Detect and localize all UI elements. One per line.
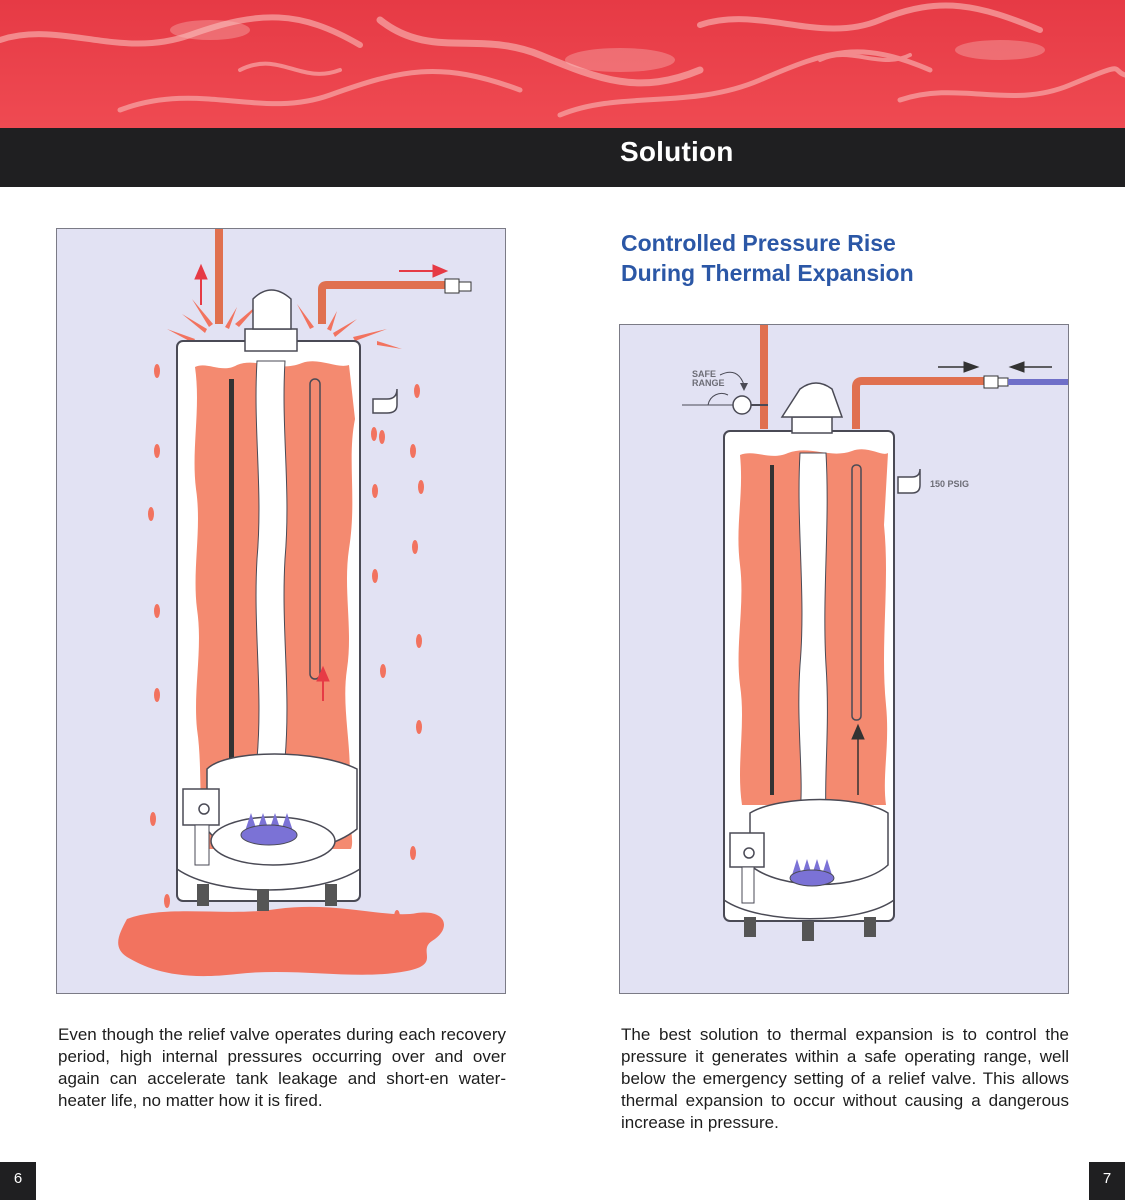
right-illustration-panel: SAFE RANGE (619, 324, 1069, 994)
heading-line-2: During Thermal Expansion (621, 260, 914, 286)
section-title-bar (0, 128, 1125, 187)
section-title: Solution (620, 136, 734, 167)
right-body-text: The best solution to thermal expansion i… (621, 1025, 1069, 1132)
page-number-left: 6 (0, 1162, 36, 1200)
left-illustration-panel (56, 228, 506, 994)
pressure-arrow-up (194, 263, 208, 305)
heat-arrow-up (851, 723, 865, 795)
gauge-label-line-1: SAFE (692, 369, 716, 379)
controlled-expansion-illustration: SAFE RANGE (682, 325, 1068, 941)
leak-puddle (118, 906, 445, 977)
flow-arrow-right (399, 264, 449, 278)
page-number-right: 7 (1089, 1162, 1125, 1200)
hero-banner (0, 0, 1125, 128)
heading-line-1: Controlled Pressure Rise (621, 230, 896, 256)
leaking-water-heater-illustration (118, 229, 472, 977)
flow-arrow-right (938, 361, 980, 373)
heat-arrow-up (316, 665, 330, 701)
flow-arrow-left (1008, 361, 1052, 373)
leak-droplets (148, 364, 424, 924)
valve-label: 150 PSIG (930, 479, 969, 489)
section-heading: Controlled Pressure Rise During Thermal … (621, 228, 1061, 288)
left-body-text: Even though the relief valve operates du… (58, 1025, 506, 1110)
gauge-label-line-2: RANGE (692, 378, 725, 388)
